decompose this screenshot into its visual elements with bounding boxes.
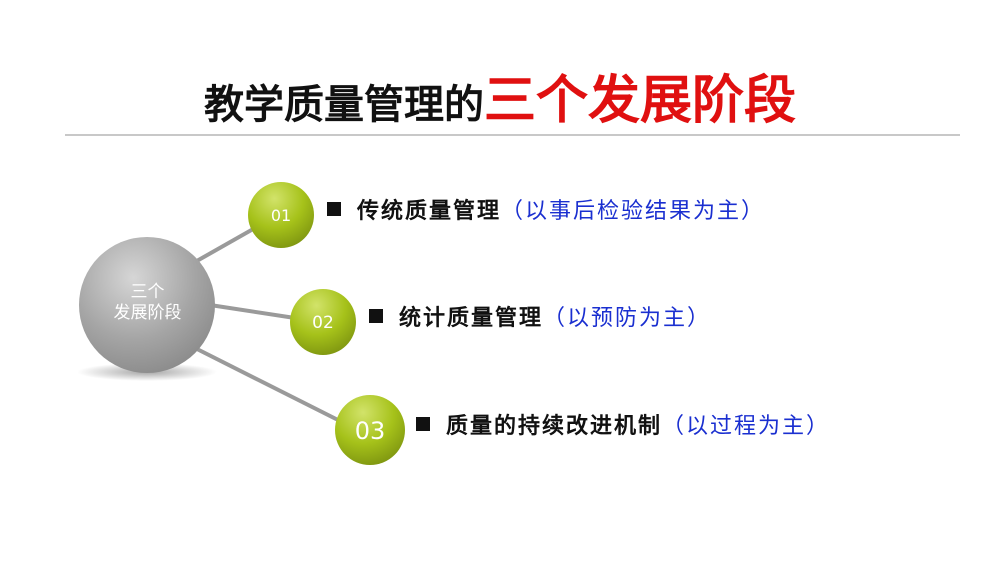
title-highlight: 三个发展阶段 [483, 71, 796, 131]
stage-number-01: 01 [270, 206, 292, 225]
stage-node-01 [248, 182, 314, 248]
stage-number-02: 02 [312, 313, 334, 333]
stage-label: 传统质量管理 [357, 198, 502, 224]
title-main: 教学质量管理的 [203, 82, 484, 128]
bullet-square-icon [416, 417, 430, 431]
bullet-square-icon [327, 202, 341, 216]
center-label-line1: 三个 [130, 282, 165, 302]
slide-title: 教学质量管理的三个发展阶段 [0, 58, 1000, 133]
stage-label: 统计质量管理 [399, 305, 544, 331]
connector-03 [194, 346, 343, 424]
stage-label: 质量的持续改进机制 [446, 413, 663, 439]
connector-01 [194, 226, 256, 264]
bullet-square-icon [369, 309, 383, 323]
stage-note: （以预防为主） [543, 306, 712, 331]
center-label-line2: 发展阶段 [113, 303, 182, 323]
center-node [79, 237, 215, 373]
stage-node-02 [290, 289, 356, 355]
stage-item-03: 质量的持续改进机制（以过程为主） [416, 408, 830, 440]
stage-note: （以过程为主） [662, 414, 831, 439]
connectors [194, 226, 343, 424]
stage-node-03 [335, 395, 405, 465]
stage-item-02: 统计质量管理（以预防为主） [369, 300, 711, 332]
stage-item-01: 传统质量管理（以事后检验结果为主） [327, 193, 765, 225]
center-label: 三个 发展阶段 [90, 282, 205, 324]
title-divider [65, 134, 960, 136]
stage-note: （以事后检验结果为主） [501, 199, 766, 224]
connector-02 [209, 303, 296, 320]
stage-number-03: 03 [354, 417, 386, 445]
